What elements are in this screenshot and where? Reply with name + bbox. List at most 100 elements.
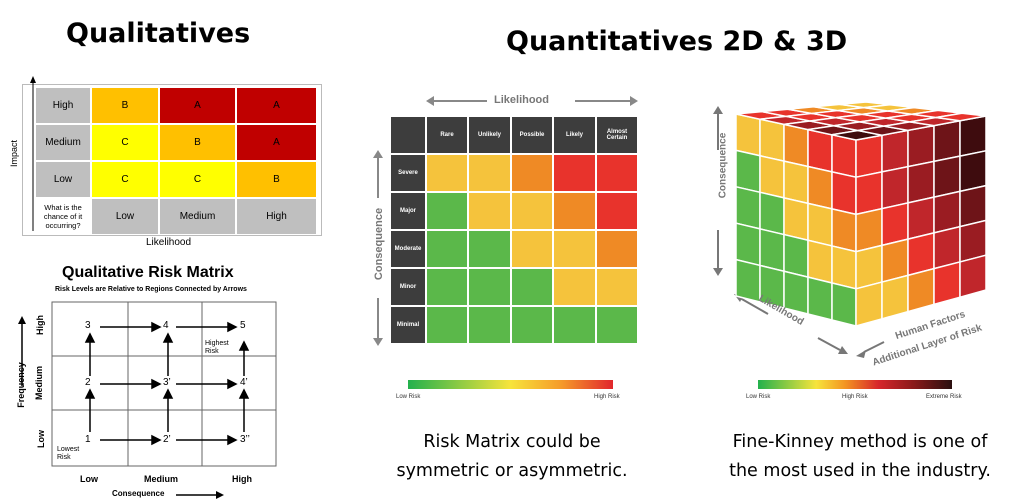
cube-cell — [831, 133, 857, 179]
cell-high-high: A — [236, 87, 317, 124]
col-label-low: Low — [80, 474, 98, 484]
cube-cell — [933, 260, 961, 306]
cube-cell — [807, 239, 833, 284]
row-moderate: Moderate — [390, 230, 426, 268]
col-label-high: High — [232, 474, 252, 484]
likelihood-arrow — [426, 96, 638, 106]
cube-cell — [831, 207, 857, 253]
cube-cell — [855, 207, 883, 253]
likelihood-axis-label-2d: Likelihood — [494, 94, 549, 106]
qualitative-impact-matrix: High B A A Medium C B A Low C C B What i… — [22, 76, 322, 236]
cube-cell — [959, 184, 987, 228]
cube-cell — [807, 202, 833, 247]
risk-cell — [553, 154, 596, 192]
low-risk-label-2d: Low Risk — [396, 394, 421, 400]
cube-cell — [735, 185, 761, 230]
row-minor: Minor — [390, 268, 426, 306]
risk-cell — [426, 192, 468, 230]
impact-axis-label: Impact — [9, 139, 19, 167]
risk-cell — [426, 154, 468, 192]
frequency-axis-label: Frequency — [15, 362, 26, 408]
likelihood-axis-label: Likelihood — [146, 237, 192, 248]
header-likely: Likely — [553, 116, 596, 154]
caption-right-line-1: Fine-Kinney method is one of — [732, 432, 988, 452]
risk-scale-bar-2d — [408, 380, 613, 389]
cube-cell — [933, 155, 961, 199]
caption-left-line-1: Risk Matrix could be — [423, 432, 601, 452]
corner-question: What is the chance of it occurring? — [35, 198, 91, 235]
cell-low-low: C — [91, 161, 159, 198]
cube-cell — [807, 128, 833, 173]
cube-cell — [759, 154, 785, 199]
cube-cell — [907, 196, 935, 241]
cube-cell — [831, 244, 857, 290]
caption-right-line-2: the most used in the industry. — [729, 461, 991, 481]
consequence-axis-label-3d: Consequence — [717, 132, 729, 199]
risk-cell — [468, 230, 511, 268]
risk-cell — [511, 230, 553, 268]
row-label-medium: Medium — [34, 365, 45, 401]
consequence-axis-label: Consequence — [112, 489, 165, 498]
header-rare: Rare — [426, 116, 468, 154]
cube-cell — [783, 233, 809, 279]
risk-cell — [553, 230, 596, 268]
cell-low-high: B — [236, 161, 317, 198]
risk-cell — [553, 306, 596, 344]
row-minimal: Minimal — [390, 306, 426, 344]
cube-cell — [807, 165, 833, 210]
highest-risk-note: Highest Risk — [205, 340, 229, 355]
risk-cell — [596, 192, 638, 230]
row-label-high: High — [35, 315, 45, 335]
lowest-risk-note: Lowest Risk — [57, 446, 80, 461]
risk-cell — [596, 268, 638, 306]
risk-cell — [426, 306, 468, 344]
cube-cell — [759, 227, 785, 273]
node-3-double-prime: 3’’ — [240, 434, 250, 445]
node-2: 2 — [85, 377, 91, 388]
cell-high-low: B — [91, 87, 159, 124]
node-3-prime: 3’ — [163, 377, 171, 388]
col-label-low: Low — [91, 198, 159, 235]
risk-cell — [468, 154, 511, 192]
row-label-medium: Medium — [35, 124, 91, 161]
risk-cell — [468, 268, 511, 306]
caption-left-line-2: symmetric or asymmetric. — [396, 461, 628, 481]
cube-cell — [735, 222, 761, 267]
col-label-medium: Medium — [144, 474, 179, 484]
cube-cell — [759, 118, 785, 163]
header-possible: Possible — [511, 116, 553, 154]
cube-cell — [783, 160, 809, 205]
cube-cell — [735, 149, 761, 194]
cube-cell — [935, 112, 987, 122]
cell-medium-low: C — [91, 124, 159, 161]
low-risk-label-3d: Low Risk — [746, 394, 771, 400]
row-label-low: Low — [36, 430, 46, 448]
cube-cell — [855, 171, 883, 216]
cell-low-medium: C — [159, 161, 236, 198]
cell-medium-high: A — [236, 124, 317, 161]
cell-high-medium: A — [159, 87, 236, 124]
risk-matrix-2d: Rare Unlikely Possible Likely Almost Cer… — [390, 116, 638, 344]
risk-scale-bar-3d — [758, 380, 952, 389]
risk-cell — [511, 192, 553, 230]
qualitative-risk-matrix-2 — [18, 301, 277, 499]
extreme-risk-label-3d: Extreme Risk — [926, 394, 962, 400]
row-label-high: High — [35, 87, 91, 124]
header-unlikely: Unlikely — [468, 116, 511, 154]
caption-right: Fine-Kinney method is one of the most us… — [710, 428, 1010, 486]
cube-cell — [907, 160, 935, 204]
cube-cell — [933, 119, 961, 163]
cube-cell — [831, 282, 857, 327]
col-label-high: High — [236, 198, 317, 235]
node-4-prime: 4’ — [240, 377, 248, 388]
header-almost-certain: Almost Certain — [596, 116, 638, 154]
risk-cell — [596, 154, 638, 192]
high-risk-label-3d: High Risk — [842, 394, 868, 400]
cube-cell — [855, 281, 883, 327]
node-2-prime: 2’ — [163, 434, 171, 445]
risk-cell — [511, 268, 553, 306]
risk-cell — [468, 192, 511, 230]
cube-cell — [831, 170, 857, 216]
row-major: Major — [390, 192, 426, 230]
risk-cell — [596, 230, 638, 268]
